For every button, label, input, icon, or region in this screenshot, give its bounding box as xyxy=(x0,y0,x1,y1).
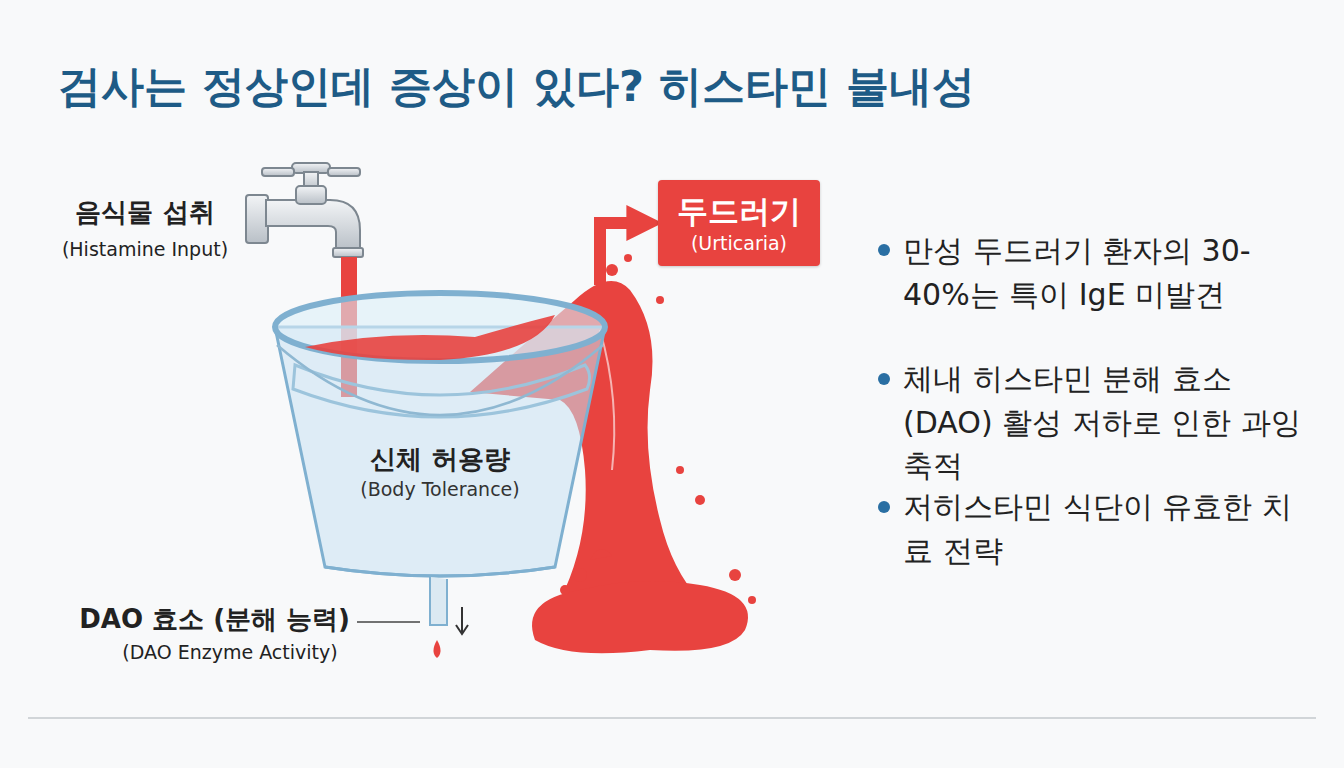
node-heading: 두드러기 xyxy=(677,191,801,231)
dao-label: DAO 효소 (분해 능력) xyxy=(79,603,350,637)
bucket-outline xyxy=(265,285,615,585)
leader-line xyxy=(357,621,420,623)
node-subtitle: (Urticaria) xyxy=(691,231,787,256)
node-heading: 신체 허용량 xyxy=(370,443,509,477)
footer-rule xyxy=(28,717,1316,719)
drip xyxy=(434,640,441,658)
bullet-dots xyxy=(878,244,890,513)
title: 검사는 정상인데 증상이 있다? 히스타민 불내성 xyxy=(58,58,975,116)
bullet-text: 저히스타민 식단이 유효한 치료 전략 xyxy=(903,485,1313,572)
node-subtitle: (Body Tolerance) xyxy=(360,477,519,502)
input-label: 음식물 섭취 xyxy=(40,196,250,230)
flow-arrow xyxy=(600,223,648,285)
bullet-text: 체내 히스타민 분해 효소(DAO) 활성 저하로 인한 과잉 축적 xyxy=(903,357,1313,488)
drain-arrow xyxy=(456,607,468,634)
symptom-box: 두드러기(Urticaria) xyxy=(658,180,820,266)
input-sublabel: (Histamine Input) xyxy=(40,237,250,262)
bullet-text: 만성 두드러기 환자의 30-40%는 특이 IgE 미발견 xyxy=(903,229,1313,316)
dao-sublabel: (DAO Enzyme Activity) xyxy=(100,640,360,665)
bucket-node: 신체 허용량(Body Tolerance) xyxy=(265,285,615,585)
faucet xyxy=(246,163,363,257)
